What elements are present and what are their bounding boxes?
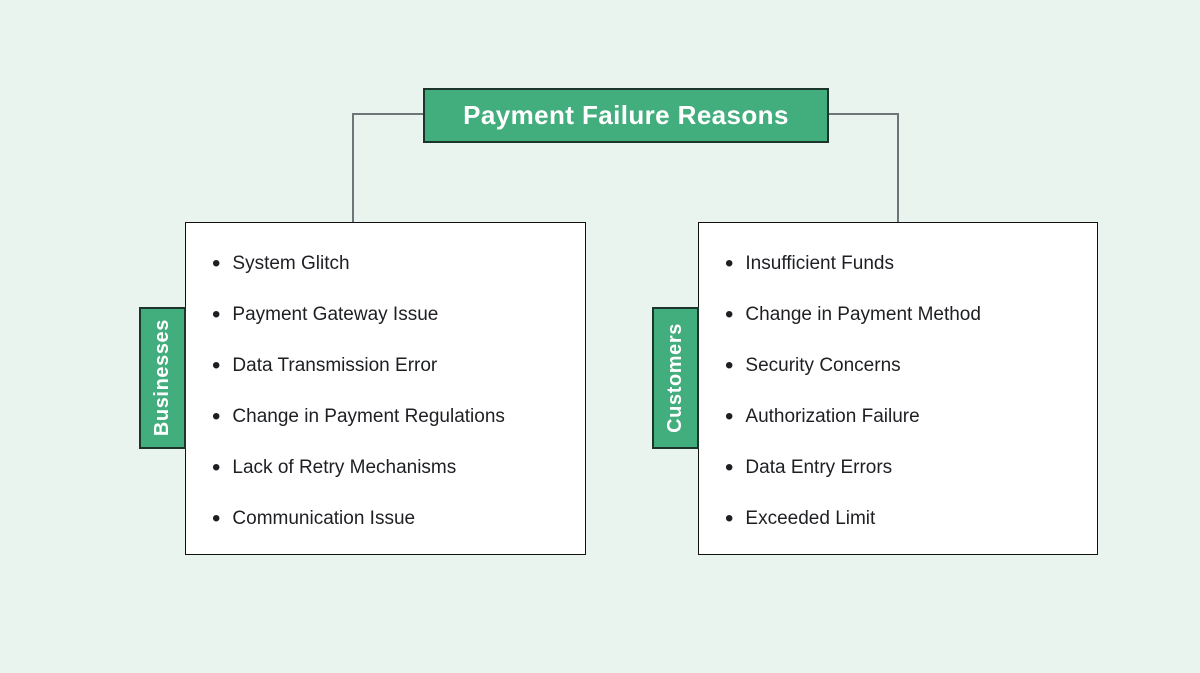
list-item: Insufficient Funds <box>725 238 1089 289</box>
list-item: Payment Gateway Issue <box>212 289 577 340</box>
list-item: Change in Payment Regulations <box>212 391 577 442</box>
connector-left-horizontal <box>352 113 423 115</box>
customers-box: Insufficient Funds Change in Payment Met… <box>698 222 1098 555</box>
list-item: Exceeded Limit <box>725 493 1089 544</box>
list-item-label: Change in Payment Regulations <box>232 405 505 427</box>
list-item-label: Lack of Retry Mechanisms <box>232 456 457 478</box>
connector-right-horizontal <box>829 113 899 115</box>
businesses-tab-label: Businesses <box>151 319 173 437</box>
businesses-list: System Glitch Payment Gateway Issue Data… <box>186 223 585 544</box>
list-item: Change in Payment Method <box>725 289 1089 340</box>
customers-tab: Customers <box>652 307 699 449</box>
businesses-tab: Businesses <box>139 307 186 449</box>
list-item: Security Concerns <box>725 340 1089 391</box>
list-item-label: Security Concerns <box>745 354 901 376</box>
list-item: Lack of Retry Mechanisms <box>212 442 577 493</box>
list-item-label: System Glitch <box>232 252 350 274</box>
list-item-label: Data Transmission Error <box>232 354 438 376</box>
title-box: Payment Failure Reasons <box>423 88 829 143</box>
list-item: Authorization Failure <box>725 391 1089 442</box>
customers-list: Insufficient Funds Change in Payment Met… <box>699 223 1097 544</box>
list-item-label: Authorization Failure <box>745 405 920 427</box>
list-item: Communication Issue <box>212 493 577 544</box>
list-item-label: Communication Issue <box>232 507 416 529</box>
businesses-box: System Glitch Payment Gateway Issue Data… <box>185 222 586 555</box>
connector-right-vertical <box>897 113 899 222</box>
customers-tab-label: Customers <box>664 323 686 433</box>
list-item-label: Change in Payment Method <box>745 303 981 325</box>
diagram-title: Payment Failure Reasons <box>463 100 789 130</box>
list-item: Data Transmission Error <box>212 340 577 391</box>
list-item: Data Entry Errors <box>725 442 1089 493</box>
list-item-label: Insufficient Funds <box>745 252 894 274</box>
list-item: System Glitch <box>212 238 577 289</box>
list-item-label: Payment Gateway Issue <box>232 303 439 325</box>
list-item-label: Data Entry Errors <box>745 456 893 478</box>
list-item-label: Exceeded Limit <box>745 507 876 529</box>
connector-left-vertical <box>352 113 354 222</box>
